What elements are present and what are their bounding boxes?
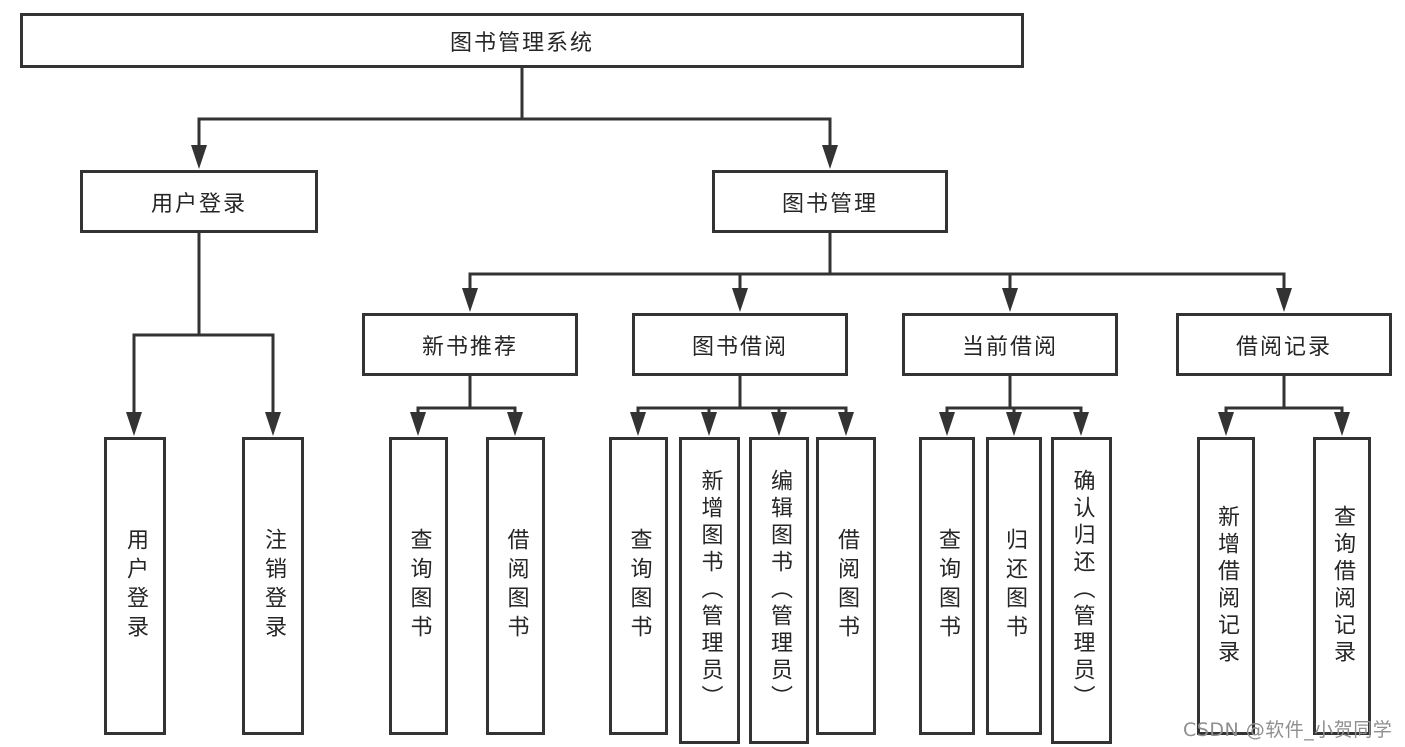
arrow-down-icon [838,412,854,436]
leaf-borrow-edit: 编辑图书（管理员） [749,437,809,744]
arrow-down-icon [126,412,142,436]
leaf-borrow-borrow-label: 借阅图书 [834,528,859,644]
leaf-current-return-label: 归还图书 [1002,528,1027,644]
watermark: CSDN @软件_小贺同学 [1183,719,1393,741]
leaf-records-query: 查询借阅记录 [1313,437,1371,735]
node-new-book-recommend-label: 新书推荐 [421,334,518,360]
leaf-current-confirm: 确认归还（管理员） [1051,437,1112,744]
leaf-records-add-label: 新增借阅记录 [1214,505,1239,667]
leaf-newbook-borrow: 借阅图书 [486,437,545,735]
arrow-down-icon [1276,288,1292,312]
leaf-borrow-add-label: 新增图书（管理员） [697,469,723,712]
arrow-down-icon [507,412,523,436]
arrow-down-icon [701,412,717,436]
node-user-login-label: 用户登录 [150,191,247,217]
leaf-user-logout: 注销登录 [242,437,304,735]
arrow-down-icon [771,412,787,436]
arrow-down-icon [1073,412,1089,436]
leaf-current-return: 归还图书 [986,437,1042,735]
node-root-label: 图书管理系统 [449,30,594,56]
node-root: 图书管理系统 [20,13,1024,68]
node-book-borrow: 图书借阅 [632,313,848,376]
arrow-down-icon [265,412,281,436]
leaf-current-query-label: 查询图书 [935,528,960,644]
node-book-management: 图书管理 [712,170,948,233]
leaf-user-logout-label: 注销登录 [261,528,286,644]
node-borrow-records-label: 借阅记录 [1235,334,1332,360]
node-borrow-records: 借阅记录 [1176,313,1392,376]
leaf-newbook-query-label: 查询图书 [406,528,432,644]
node-current-borrow-label: 当前借阅 [961,334,1058,360]
arrow-down-icon [1334,412,1350,436]
node-current-borrow: 当前借阅 [902,313,1118,376]
arrow-down-icon [822,145,838,169]
node-book-management-label: 图书管理 [781,191,878,217]
arrow-down-icon [1006,412,1022,436]
leaf-borrow-borrow: 借阅图书 [816,437,876,735]
arrow-down-icon [1002,288,1018,312]
leaf-current-confirm-label: 确认归还（管理员） [1069,469,1095,712]
node-new-book-recommend: 新书推荐 [362,313,578,376]
arrow-down-icon [191,145,207,169]
leaf-user-login-label: 用户登录 [123,528,148,644]
arrow-down-icon [630,412,646,436]
leaf-newbook-query: 查询图书 [389,437,448,735]
leaf-user-login: 用户登录 [104,437,166,735]
arrow-down-icon [939,412,955,436]
arrow-down-icon [462,288,478,312]
arrow-down-icon [410,412,426,436]
leaf-borrow-query-label: 查询图书 [626,528,652,644]
leaf-records-add: 新增借阅记录 [1197,437,1255,735]
arrow-down-icon [1218,412,1234,436]
leaf-records-query-label: 查询借阅记录 [1330,505,1355,667]
leaf-borrow-add: 新增图书（管理员） [679,437,740,744]
leaf-newbook-borrow-label: 借阅图书 [503,528,529,644]
leaf-borrow-query: 查询图书 [609,437,668,735]
leaf-borrow-edit-label: 编辑图书（管理员） [767,469,792,712]
arrow-down-icon [732,288,748,312]
node-book-borrow-label: 图书借阅 [691,334,788,360]
leaf-current-query: 查询图书 [919,437,975,735]
node-user-login: 用户登录 [80,170,318,233]
